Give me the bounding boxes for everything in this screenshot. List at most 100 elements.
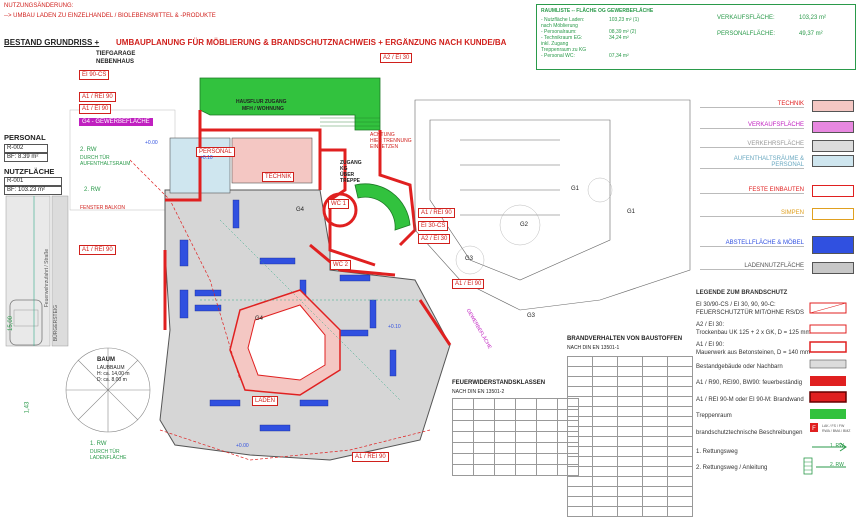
label-wc1: WC 1: [328, 199, 349, 209]
swatch-ladennutz: [812, 262, 854, 274]
svg-text:LAK / FS / FW: LAK / FS / FW: [822, 424, 845, 428]
swatch-aufenthalt: [812, 155, 854, 167]
label-ei30cs: EI 30-CS: [418, 221, 449, 231]
label-a1-rei90-bot2: A1 / REI 90: [352, 452, 389, 462]
personal-title: PERSONAL: [4, 133, 46, 142]
label-baum-h: H: ca. 14,00 m: [97, 371, 130, 377]
escape-routes: [129, 159, 431, 461]
label-baum: BAUM: [97, 357, 115, 363]
area-table-title: RAUMLISTE -- FLÄCHE OG GEWERBEFLÄCHE: [541, 8, 654, 14]
area-row: - Personal WC:: [541, 53, 575, 59]
fire-class-subtitle: NACH DIN EN 13501-2: [452, 389, 505, 395]
label-zugang: ZUGANG: [340, 160, 362, 166]
verkauf-value: 103,23 m²: [799, 15, 827, 21]
swatch-bestand: [809, 359, 847, 369]
area-row: inkl. Zugang: [541, 41, 569, 47]
label-a1-ei90-mid: A1 / EI 90: [452, 279, 485, 289]
label-wohnung: MFH / WOHNUNG: [242, 106, 284, 112]
label-strasse: Feuerwehrzufahrt / Straße: [44, 248, 51, 308]
label-achtung3: EINSETZEN: [370, 144, 399, 150]
dim-lines: [200, 219, 420, 401]
floor-plan: [5, 77, 691, 461]
area-value: 08,39 m² (2): [609, 29, 637, 35]
area-value: 103,23 m² (1): [609, 17, 640, 23]
car-outline: [9, 299, 43, 346]
brand-legend-title: LEGENDE ZUM BRANDSCHUTZ: [696, 290, 788, 296]
swatch-treppe: [810, 409, 846, 419]
label-technik: TECHNIK: [262, 172, 295, 182]
brand-swatches: F LAK / FS / FW RWA / BMA / BMZ: [803, 302, 851, 475]
material-table: [567, 356, 693, 517]
label-rw2: 2. RW: [80, 147, 97, 153]
label-hausflur: HAUSFLUR ZUGANG: [236, 99, 287, 105]
label-dim-143: 1,43: [24, 401, 31, 414]
swatch-verkehr: [812, 140, 854, 152]
svg-text:RWA / BMA / BMZ: RWA / BMA / BMZ: [822, 429, 851, 433]
legend-aufenthalt: AUFENTHALTSRÄUME & PERSONAL: [700, 156, 804, 169]
legend-rw1: 1. RW: [830, 443, 844, 449]
area-row: - Nutzfläche Laden:: [541, 17, 585, 23]
brand-item: brandschutztechnische Beschreibungen: [696, 430, 803, 436]
label-buergersteig: BÜRGERSTEIG: [53, 304, 60, 342]
label-rw1: 1. RW: [90, 441, 107, 447]
title-bestand: BESTAND GRUNDRISS +: [4, 38, 100, 47]
personal-id: R-002: [4, 144, 48, 153]
brand-item: Mauerwerk aus Betonsteinen, D = 140 mm: [696, 350, 810, 356]
wc-ring: [322, 192, 358, 228]
label-plus010b: +0.10: [388, 324, 401, 330]
tree-symbol: [65, 347, 151, 433]
sidewalk-area: [51, 195, 69, 347]
hausflur-green: [199, 77, 381, 131]
label-kg: KG: [340, 166, 348, 172]
label-baum-d: D: ca. 8,00 m: [97, 377, 127, 383]
area-value: 34,24 m²: [609, 35, 629, 41]
spiral-stair: [354, 183, 411, 231]
title-umbau: UMBAUPLANUNG FÜR MÖBLIERUNG & BRANDSCHUT…: [116, 38, 507, 47]
brand-item: EI 30/90-CS / EI 30, 90, 90-C:: [696, 302, 776, 308]
area-row: nach Möblierung: [541, 23, 578, 29]
label-treppe: TREPPE: [340, 178, 361, 184]
swatch-abstell: [812, 236, 854, 254]
label-achtung: ACHTUNG: [370, 132, 395, 138]
brand-item: A1 / REI 90-M oder EI 90-M: Brandwand: [696, 397, 804, 403]
material-title: BRANDVERHALTEN VON BAUSTOFFEN: [567, 336, 683, 342]
label-g1: G1: [571, 186, 580, 192]
legend-ladennutz: LADENNUTZFLÄCHE: [700, 263, 804, 270]
label-rw1-sub: DURCH TÜR: [90, 449, 120, 455]
label-plus010: +0.10: [200, 155, 213, 161]
label-rw2-sub: DURCH TÜR: [80, 155, 110, 161]
legend-verkehr: VERKEHRSFLÄCHE: [700, 141, 804, 148]
area-rows: - Nutzfläche Laden: nach Möblierung - Pe…: [541, 17, 586, 59]
column-circles: [455, 177, 613, 275]
label-000b: +0.00: [236, 443, 249, 449]
swatch-simpen: [812, 208, 854, 220]
swatch-brandwand: [809, 391, 847, 403]
label-rw1-sub2: LADENFLÄCHE: [90, 455, 127, 461]
label-a1-ei90: A1 / EI 90: [79, 104, 112, 114]
label-g4: G4 - GEWERBEFLÄCHE: [79, 118, 153, 126]
header-line-1: NUTZUNGSÄNDERUNG:: [4, 3, 74, 9]
swatch-rei90: [810, 376, 846, 386]
label-ei90cs: EI 90-CS: [79, 70, 110, 80]
stair-lines: [320, 117, 380, 127]
legend-simpen: SIMPEN: [700, 210, 804, 217]
label-wc2: WC 2: [330, 260, 351, 270]
brand-item: 2. Rettungsweg / Anleitung: [696, 465, 768, 471]
personal-label: PERSONALFLÄCHE:: [717, 31, 776, 37]
swatch-a2: [809, 324, 847, 334]
label-nebenhaus: NEBENHAUS: [96, 59, 135, 65]
nutz-title: NUTZFLÄCHE: [4, 167, 55, 176]
personal-value: 49,37 m²: [799, 31, 823, 37]
nutz-bf: BF: 103.23 m²: [4, 186, 62, 195]
fire-walls: [163, 110, 452, 346]
brand-item: A1 / EI 90:: [696, 342, 725, 348]
label-achtung2: HIER TRENNUNG: [370, 138, 412, 144]
legend-technik: TECHNIK: [700, 101, 804, 108]
swatch-verkauf: [812, 121, 854, 133]
label-a2-ei30-mid: A2 / EI 30: [418, 234, 451, 244]
brand-item: A2 / EI 30:: [696, 322, 725, 328]
area-row: - Personalraum:: [541, 29, 577, 35]
label-laubbaum: LAUBBAUM: [97, 365, 125, 371]
label-000: +0.00: [145, 140, 158, 146]
legend-verkauf: VERKAUFSFLÄCHE: [700, 122, 804, 129]
